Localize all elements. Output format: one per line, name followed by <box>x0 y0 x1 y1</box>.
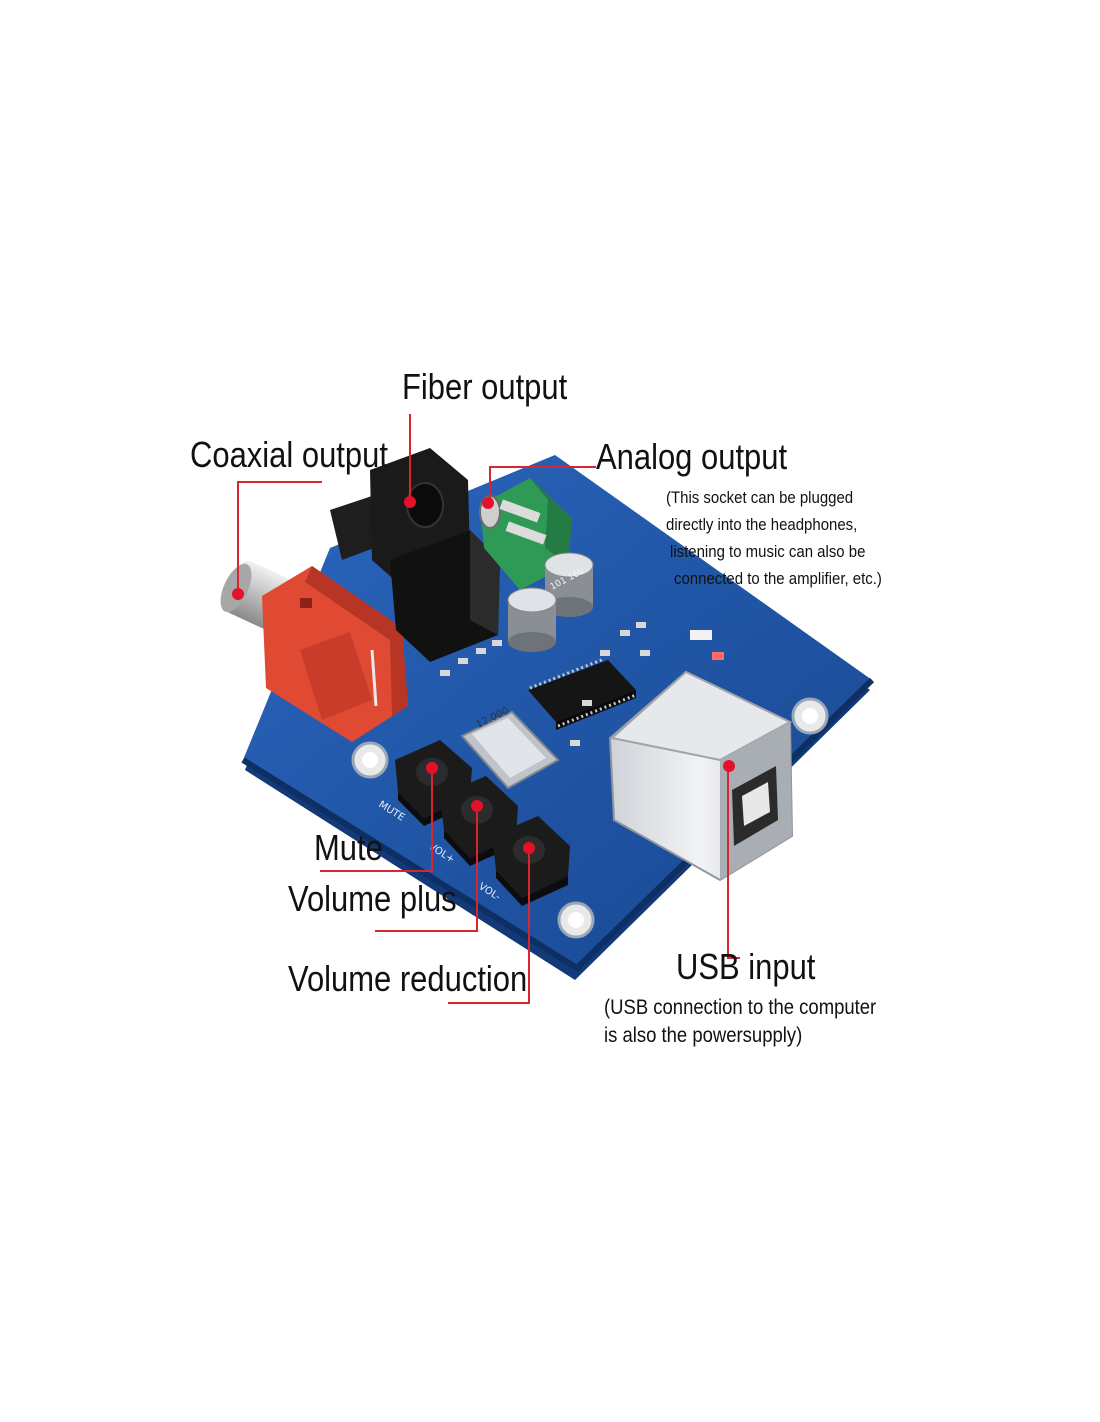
callout-volume-reduction <box>448 848 530 1004</box>
analog-note-line: directly into the headphones, <box>666 515 858 534</box>
capacitor <box>544 552 594 617</box>
fiber-output-label: Fiber output <box>402 366 568 407</box>
smd-components <box>440 622 724 746</box>
callout-dots <box>232 496 735 854</box>
dot-volume-reduction <box>523 842 535 854</box>
fiber-connector <box>330 448 500 662</box>
mute-label: Mute <box>314 827 383 868</box>
volume-reduction-label: Volume reduction <box>288 958 528 999</box>
coaxial-connector <box>220 561 408 742</box>
volume-minus-switch <box>492 816 570 906</box>
usb-input-label: USB input <box>676 946 816 987</box>
usb-b-connector <box>608 670 794 882</box>
callout-lines <box>237 414 740 1004</box>
crystal-oscillator <box>460 710 560 790</box>
dot-volume-plus <box>471 800 483 812</box>
dot-coaxial <box>232 588 244 600</box>
dot-usb <box>723 760 735 772</box>
callout-usb <box>727 766 740 959</box>
analog-note-line: (This socket can be plugged <box>666 488 854 507</box>
callout-volume-plus <box>375 806 478 932</box>
mounting-hole <box>351 741 389 779</box>
analog-note-line: listening to music can also be <box>670 542 866 561</box>
analog-output-label: Analog output <box>596 436 788 477</box>
analog-note-line: connected to the amplifier, etc.) <box>674 569 882 588</box>
callout-analog <box>489 466 596 502</box>
coaxial-output-label: Coaxial output <box>190 434 388 475</box>
usb-note-line: is also the powersupply) <box>604 1024 803 1047</box>
capacitor <box>507 587 557 652</box>
usb-note-line: (USB connection to the computer <box>604 996 877 1019</box>
volume-plus-label: Volume plus <box>288 878 457 919</box>
dac-chip <box>528 657 637 730</box>
dot-mute <box>426 762 438 774</box>
dot-fiber <box>404 496 416 508</box>
mounting-hole <box>791 697 829 735</box>
dot-analog <box>482 497 494 509</box>
callout-mute <box>320 770 433 872</box>
callout-coaxial <box>237 481 322 594</box>
mounting-hole <box>557 901 595 939</box>
